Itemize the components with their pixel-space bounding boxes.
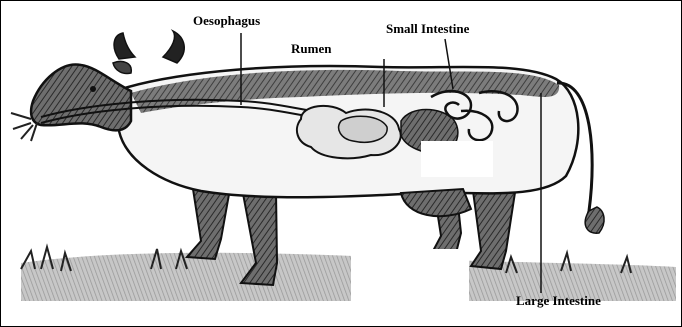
small-intestine-label: Small Intestine [386, 21, 469, 37]
cow [11, 31, 604, 285]
large-intestine-label: Large Intestine [516, 293, 601, 309]
rumen-label: Rumen [291, 41, 331, 57]
oesophagus-label: Oesophagus [193, 13, 260, 29]
white-patch-mid [421, 141, 493, 177]
white-patch-bottom [351, 249, 469, 325]
